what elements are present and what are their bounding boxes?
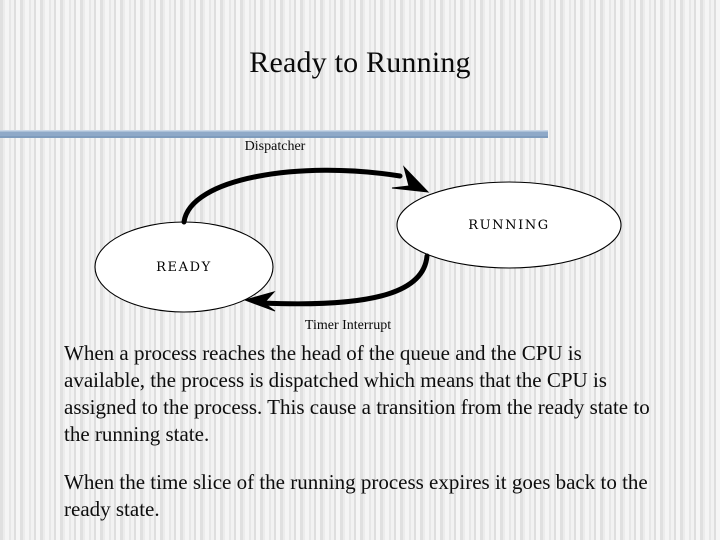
page-title: Ready to Running xyxy=(249,46,471,79)
timer-interrupt-edge-label: Timer Interrupt xyxy=(304,318,392,333)
body-paragraph-1: When a process reaches the head of the q… xyxy=(64,341,650,446)
dispatcher-edge-label: Dispatcher xyxy=(244,139,306,154)
title-divider-bar xyxy=(0,130,548,138)
body-paragraph-2: When the time slice of the running proce… xyxy=(64,470,648,521)
running-state-ellipse[interactable] xyxy=(396,181,622,269)
running-state-label: RUNNING xyxy=(468,218,550,233)
ready-state-label: READY xyxy=(156,260,212,275)
dispatcher-transition-arrow xyxy=(181,165,430,225)
